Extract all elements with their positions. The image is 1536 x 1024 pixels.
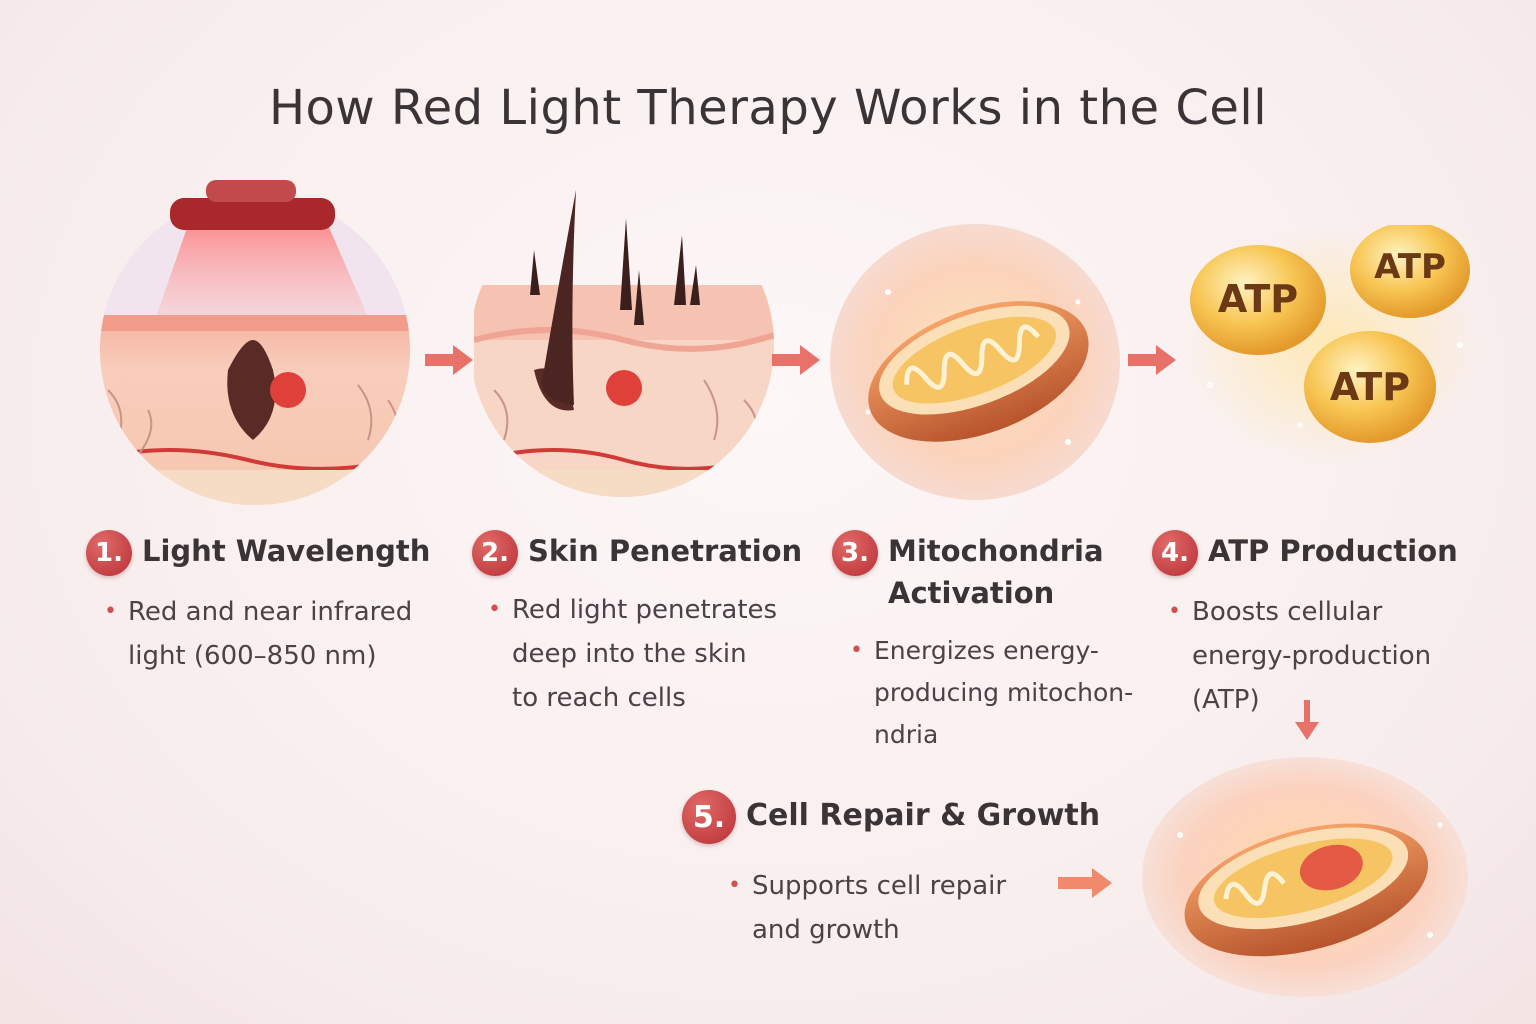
arrow-down-icon bbox=[1295, 700, 1319, 740]
step-description-text: Energizes energy- producing mitochon- nd… bbox=[874, 636, 1134, 749]
page-title: How Red Light Therapy Works in the Cell bbox=[268, 80, 1268, 137]
atp-label: ATP bbox=[1217, 277, 1299, 321]
step-1-description: • Red and near infrared light (600–850 n… bbox=[104, 590, 458, 678]
step-4-description: • Boosts cellular energy-production (ATP… bbox=[1168, 590, 1492, 722]
atp-label: ATP bbox=[1329, 365, 1411, 409]
step-5-heading: 5. Cell Repair & Growth bbox=[682, 790, 1100, 844]
atp-illustration: ATP ATP ATP bbox=[1180, 225, 1480, 465]
bullet-icon: • bbox=[488, 597, 501, 622]
step-2-heading: 2. Skin Penetration bbox=[472, 530, 802, 576]
step-number-badge: 3. bbox=[832, 530, 878, 576]
step-description-text: Red light penetrates deep into the skin … bbox=[512, 595, 778, 713]
arrow-icon bbox=[772, 345, 820, 375]
bullet-icon: • bbox=[104, 599, 117, 624]
step-title: Light Wavelength bbox=[142, 534, 431, 568]
step-5-description: • Supports cell repair and growth bbox=[728, 864, 1052, 952]
light-wavelength-illustration bbox=[100, 180, 410, 505]
step-number-badge: 1. bbox=[86, 530, 132, 576]
step-number-badge: 4. bbox=[1152, 530, 1198, 576]
step-title: Mitochondria Activation bbox=[888, 534, 1104, 610]
step-description-text: Red and near infrared light (600–850 nm) bbox=[128, 597, 413, 671]
arrow-icon bbox=[1058, 868, 1112, 898]
step-title: Skin Penetration bbox=[528, 534, 803, 568]
step-3-heading: 3. Mitochondria Activation bbox=[832, 530, 1104, 614]
mitochondria-illustration bbox=[830, 224, 1120, 500]
step-4-heading: 4. ATP Production bbox=[1152, 530, 1458, 576]
step-title: Cell Repair & Growth bbox=[746, 798, 1101, 833]
step-description-text: Supports cell repair and growth bbox=[752, 871, 1007, 945]
arrow-icon bbox=[1128, 345, 1176, 375]
step-title: ATP Production bbox=[1208, 534, 1458, 568]
bullet-icon: • bbox=[850, 638, 863, 663]
arrow-icon bbox=[425, 345, 473, 375]
step-description-text: Boosts cellular energy-production (ATP) bbox=[1192, 597, 1432, 715]
atp-label: ATP bbox=[1374, 247, 1446, 287]
step-number-badge: 2. bbox=[472, 530, 518, 576]
step-2-description: • Red light penetrates deep into the ski… bbox=[488, 588, 812, 720]
bullet-icon: • bbox=[728, 873, 741, 898]
bullet-icon: • bbox=[1168, 599, 1181, 624]
step-1-heading: 1. Light Wavelength bbox=[86, 530, 430, 576]
step-3-description: • Energizes energy- producing mitochon- … bbox=[850, 630, 1154, 756]
cell-repair-illustration bbox=[1142, 757, 1468, 997]
step-number-badge: 5. bbox=[682, 790, 736, 844]
skin-penetration-illustration bbox=[474, 190, 774, 497]
